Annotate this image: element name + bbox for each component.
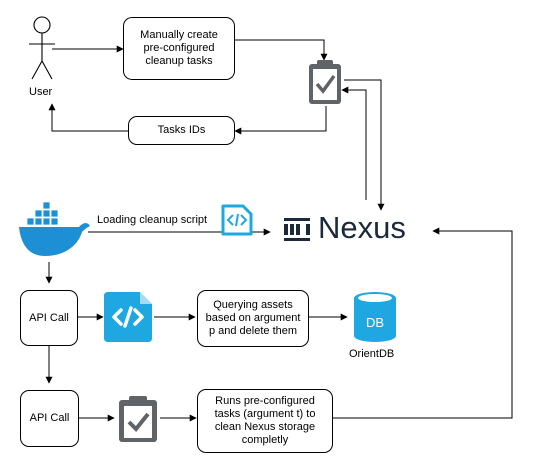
code-file-icon <box>221 204 253 236</box>
task-ids-box: Tasks IDs <box>128 116 235 145</box>
code-file-icon <box>104 292 152 342</box>
edge-task-to-taskids <box>234 106 327 135</box>
database-icon-text: DB <box>366 315 384 330</box>
clipboard-check-icon <box>309 60 341 104</box>
api-call-box-1: API Call <box>20 290 78 346</box>
user-label: User <box>29 86 53 98</box>
database-icon: DB <box>354 292 396 342</box>
edge-manual-to-task <box>235 39 328 61</box>
edge-nexus-to-task-up <box>341 86 367 200</box>
querying-assets-box: Querying assets based on argument p and … <box>197 290 309 347</box>
runs-tasks-box: Runs pre-configured tasks (argument t) t… <box>197 389 333 453</box>
api-call-box-2: API Call <box>20 390 79 447</box>
clipboard-check-icon <box>119 396 157 442</box>
orientdb-label: OrientDB <box>349 348 395 360</box>
edge-runs-to-nexus <box>333 227 513 419</box>
loading-script-label: Loading cleanup script <box>97 214 208 226</box>
docker-whale-icon <box>19 201 90 256</box>
user-actor-icon <box>29 16 55 80</box>
edge-task-to-nexus-down <box>344 79 385 211</box>
edge-taskids-to-user <box>48 103 128 132</box>
nexus-logo-icon <box>284 218 310 241</box>
manual-create-box: Manually create pre-configured cleanup t… <box>123 17 235 80</box>
nexus-wordmark: Nexus <box>318 210 406 245</box>
